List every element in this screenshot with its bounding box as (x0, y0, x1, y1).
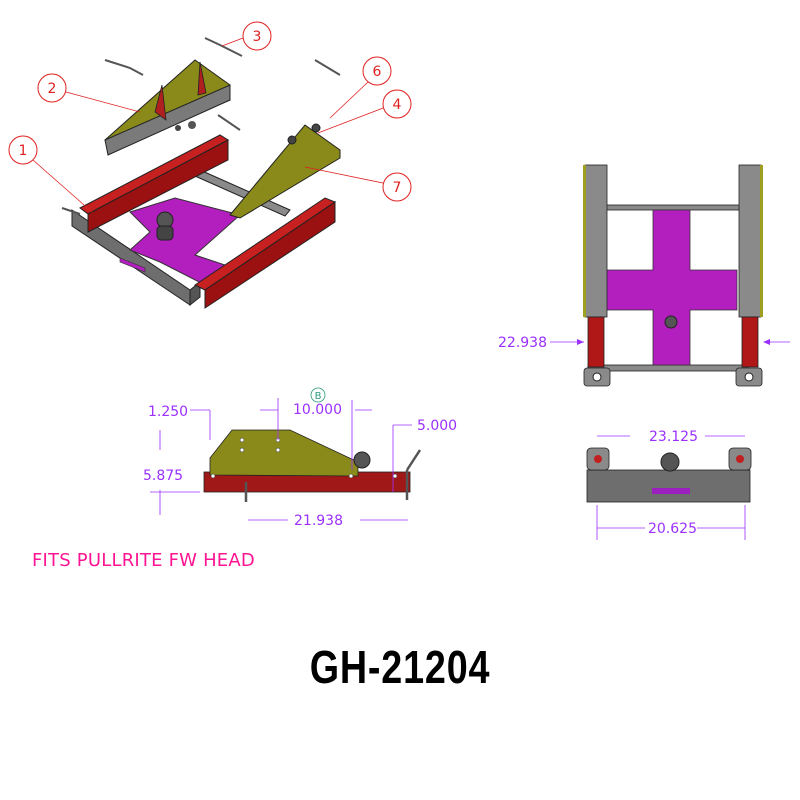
dim-rail-width: 22.938 (498, 335, 547, 351)
svg-text:6: 6 (373, 64, 382, 80)
svg-text:7: 7 (393, 180, 402, 196)
dim-base-span: 20.625 (648, 521, 697, 537)
top-view: 22.938 (498, 164, 790, 387)
balloon-2: 2 (37, 73, 141, 113)
front-view: 23.125 20.625 (586, 429, 752, 540)
dim-hole-offset: 1.250 (148, 404, 188, 420)
dim-ball-height: 5.000 (417, 418, 457, 434)
fitment-note: FITS PULLRITE FW HEAD (32, 550, 255, 571)
dim-overall-height: 5.875 (143, 468, 183, 484)
balloon-7: 7 (304, 166, 412, 202)
part-number: GH-21204 (309, 641, 491, 693)
dim-bracket-span: 23.125 (649, 429, 698, 445)
balloon-3: 3 (221, 21, 272, 51)
svg-text:3: 3 (253, 29, 262, 45)
dim-leg-spacing: 21.938 (294, 513, 343, 529)
isometric-view: 1 2 3 6 4 7 (8, 21, 412, 309)
balloon-4: 4 (317, 89, 412, 134)
balloon-6: 6 (329, 56, 392, 119)
svg-text:1: 1 (19, 143, 28, 159)
balloon-1: 1 (8, 135, 93, 213)
side-view: B 1.250 10.000 5.000 5.875 21.938 (143, 387, 457, 529)
svg-text:2: 2 (48, 81, 57, 97)
dim-hole-spacing: 10.000 (293, 402, 342, 418)
datum-b: B (315, 391, 322, 402)
svg-text:4: 4 (393, 97, 402, 113)
